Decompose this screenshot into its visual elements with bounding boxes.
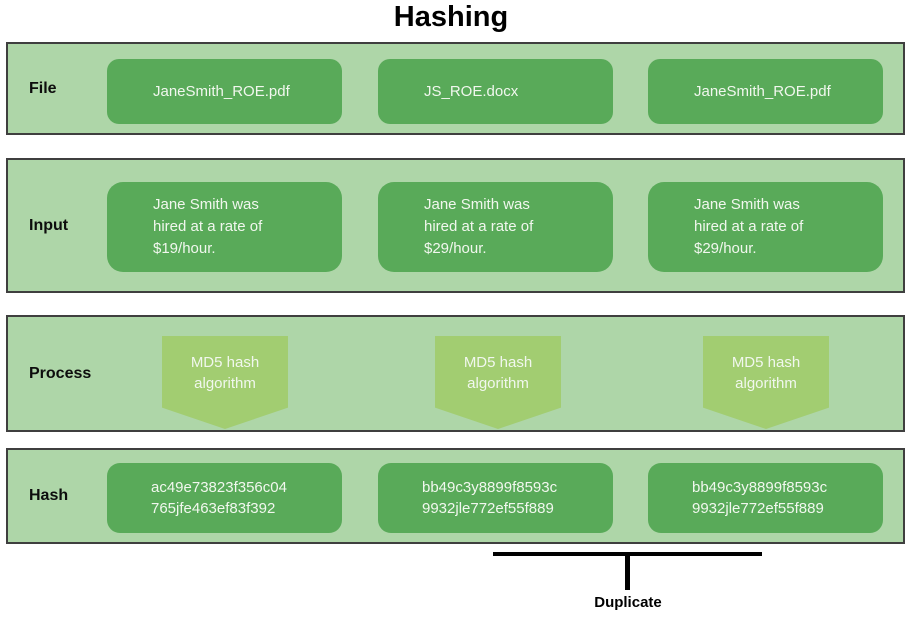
input-box-3: Jane Smith was hired at a rate of $29/ho… — [648, 182, 883, 272]
hash-box-1: ac49e73823f356c04 765jfe463ef83f392 — [107, 463, 342, 533]
process-row-label: Process — [29, 364, 92, 382]
hash-text-line: bb49c3y8899f8593c — [692, 479, 828, 496]
file-box-3: JaneSmith_ROE.pdf — [648, 59, 883, 124]
hash-text-line: ac49e73823f356c04 — [151, 479, 287, 496]
input-text-line: Jane Smith was — [424, 196, 530, 213]
input-text-line: hired at a rate of — [694, 218, 804, 235]
input-row-label: Input — [29, 216, 69, 234]
process-arrow-3: MD5 hash algorithm — [703, 336, 829, 429]
hash-row: Hash ac49e73823f356c04 765jfe463ef83f392… — [6, 448, 905, 544]
file-row: File JaneSmith_ROE.pdf JS_ROE.docx JaneS… — [6, 42, 905, 135]
hash-text-line: 9932jle772ef55f889 — [692, 500, 824, 517]
file-name: JaneSmith_ROE.pdf — [694, 83, 831, 100]
file-name: JaneSmith_ROE.pdf — [153, 83, 290, 100]
hash-text-line: bb49c3y8899f8593c — [422, 479, 558, 496]
input-text-line: hired at a rate of — [424, 218, 534, 235]
input-box-1: Jane Smith was hired at a rate of $19/ho… — [107, 182, 342, 272]
process-text-line: MD5 hash — [463, 354, 533, 371]
process-row: Process MD5 hash algorithm MD5 hash algo… — [6, 315, 905, 432]
process-arrow-2: MD5 hash algorithm — [435, 336, 561, 429]
input-text-line: $29/hour. — [694, 240, 757, 257]
process-text-line: algorithm — [467, 375, 529, 392]
diagram-title: Hashing — [393, 1, 509, 33]
hash-text-line: 9932jle772ef55f889 — [422, 500, 554, 517]
process-text-line: algorithm — [194, 375, 256, 392]
hash-row-label: Hash — [29, 487, 69, 504]
duplicate-label: Duplicate — [594, 594, 662, 611]
hash-text-line: 765jfe463ef83f392 — [151, 500, 276, 517]
hash-box-2: bb49c3y8899f8593c 9932jle772ef55f889 — [378, 463, 613, 533]
hash-box-3: bb49c3y8899f8593c 9932jle772ef55f889 — [648, 463, 883, 533]
file-box-1: JaneSmith_ROE.pdf — [107, 59, 342, 124]
input-row: Input Jane Smith was hired at a rate of … — [6, 158, 905, 293]
input-text-line: Jane Smith was — [694, 196, 800, 213]
process-arrow-1: MD5 hash algorithm — [162, 336, 288, 429]
file-name: JS_ROE.docx — [424, 83, 519, 100]
file-box-2: JS_ROE.docx — [378, 59, 613, 124]
input-text-line: $19/hour. — [153, 240, 216, 257]
input-text-line: hired at a rate of — [153, 218, 263, 235]
process-text-line: algorithm — [735, 375, 797, 392]
input-text-line: Jane Smith was — [153, 196, 259, 213]
input-box-2: Jane Smith was hired at a rate of $29/ho… — [378, 182, 613, 272]
file-row-label: File — [29, 79, 57, 97]
duplicate-bracket-vertical-line — [625, 552, 630, 590]
input-text-line: $29/hour. — [424, 240, 487, 257]
process-text-line: MD5 hash — [190, 354, 260, 371]
process-text-line: MD5 hash — [731, 354, 801, 371]
